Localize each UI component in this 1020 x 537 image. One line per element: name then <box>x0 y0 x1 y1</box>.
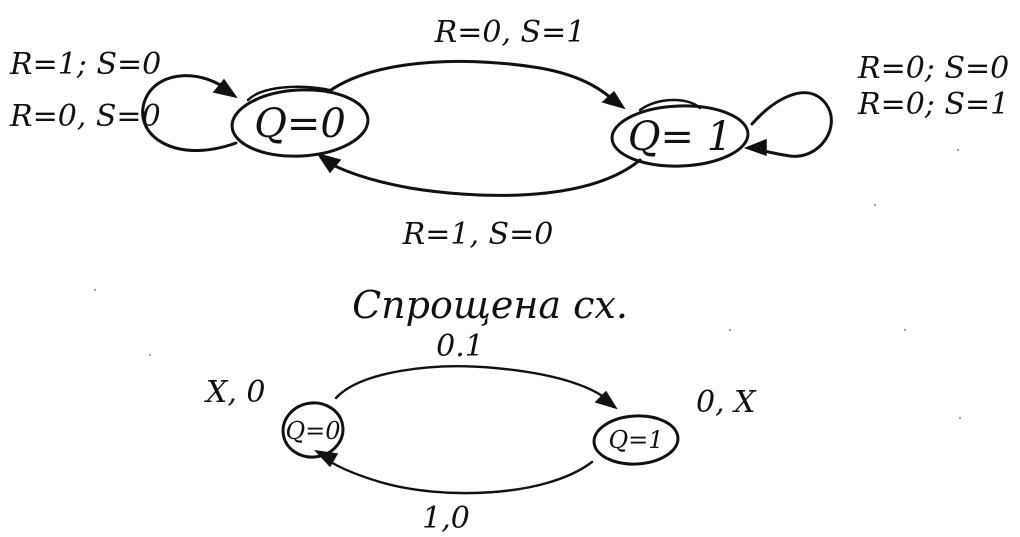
simplified-transition-q0-to-q1: 0.1 <box>334 329 618 410</box>
simplified-state-q0: Q=0 <box>281 401 345 459</box>
state-q1: Q= 1 <box>610 98 750 168</box>
state-q1-label: Q= 1 <box>628 114 732 160</box>
simplified-state-q0-label: Q=0 <box>285 417 340 445</box>
full-diagram: Q=0 Q= 1 R=0, S=1 R=1, S=0 R=1; S=0 R=0,… <box>9 15 1009 252</box>
simplified-state-q1-label: Q=1 <box>608 426 663 454</box>
self-loop-q1-label-1: R=0; S=0 <box>857 51 1009 86</box>
self-loop-q1: R=0; S=0 R=0; S=1 <box>743 51 1009 158</box>
simplified-diagram-title: Спрощена сх. <box>352 283 628 327</box>
self-loop-q0: R=1; S=0 R=0, S=0 <box>9 47 238 152</box>
simplified-transition-q1-to-q0-label: 1,0 <box>422 501 470 536</box>
simplified-state-q1: Q=1 <box>592 414 680 466</box>
self-loop-q0-label-1: R=1; S=0 <box>9 47 161 82</box>
simplified-diagram: Спрощена сх. Q=0 Q=1 0.1 1,0 X, 0 0, X <box>204 283 757 536</box>
transition-q1-to-q0: R=1, S=0 <box>316 152 642 252</box>
state-q0-label: Q=0 <box>254 101 346 147</box>
state-q0: Q=0 <box>230 85 370 158</box>
transition-q0-to-q1: R=0, S=1 <box>326 15 626 110</box>
self-loop-q1-label-2: R=0; S=1 <box>857 87 1009 122</box>
simplified-transition-q0-to-q1-label: 0.1 <box>436 329 484 364</box>
simplified-self-loop-q1-label: 0, X <box>696 385 757 420</box>
simplified-self-loop-q0-label: X, 0 <box>204 375 266 410</box>
scan-speckles <box>94 149 961 419</box>
simplified-transition-q1-to-q0: 1,0 <box>314 449 594 536</box>
transition-q1-to-q0-label: R=1, S=0 <box>402 217 554 252</box>
self-loop-q0-label-2: R=0, S=0 <box>9 99 161 134</box>
transition-q0-to-q1-label: R=0, S=1 <box>434 15 586 50</box>
